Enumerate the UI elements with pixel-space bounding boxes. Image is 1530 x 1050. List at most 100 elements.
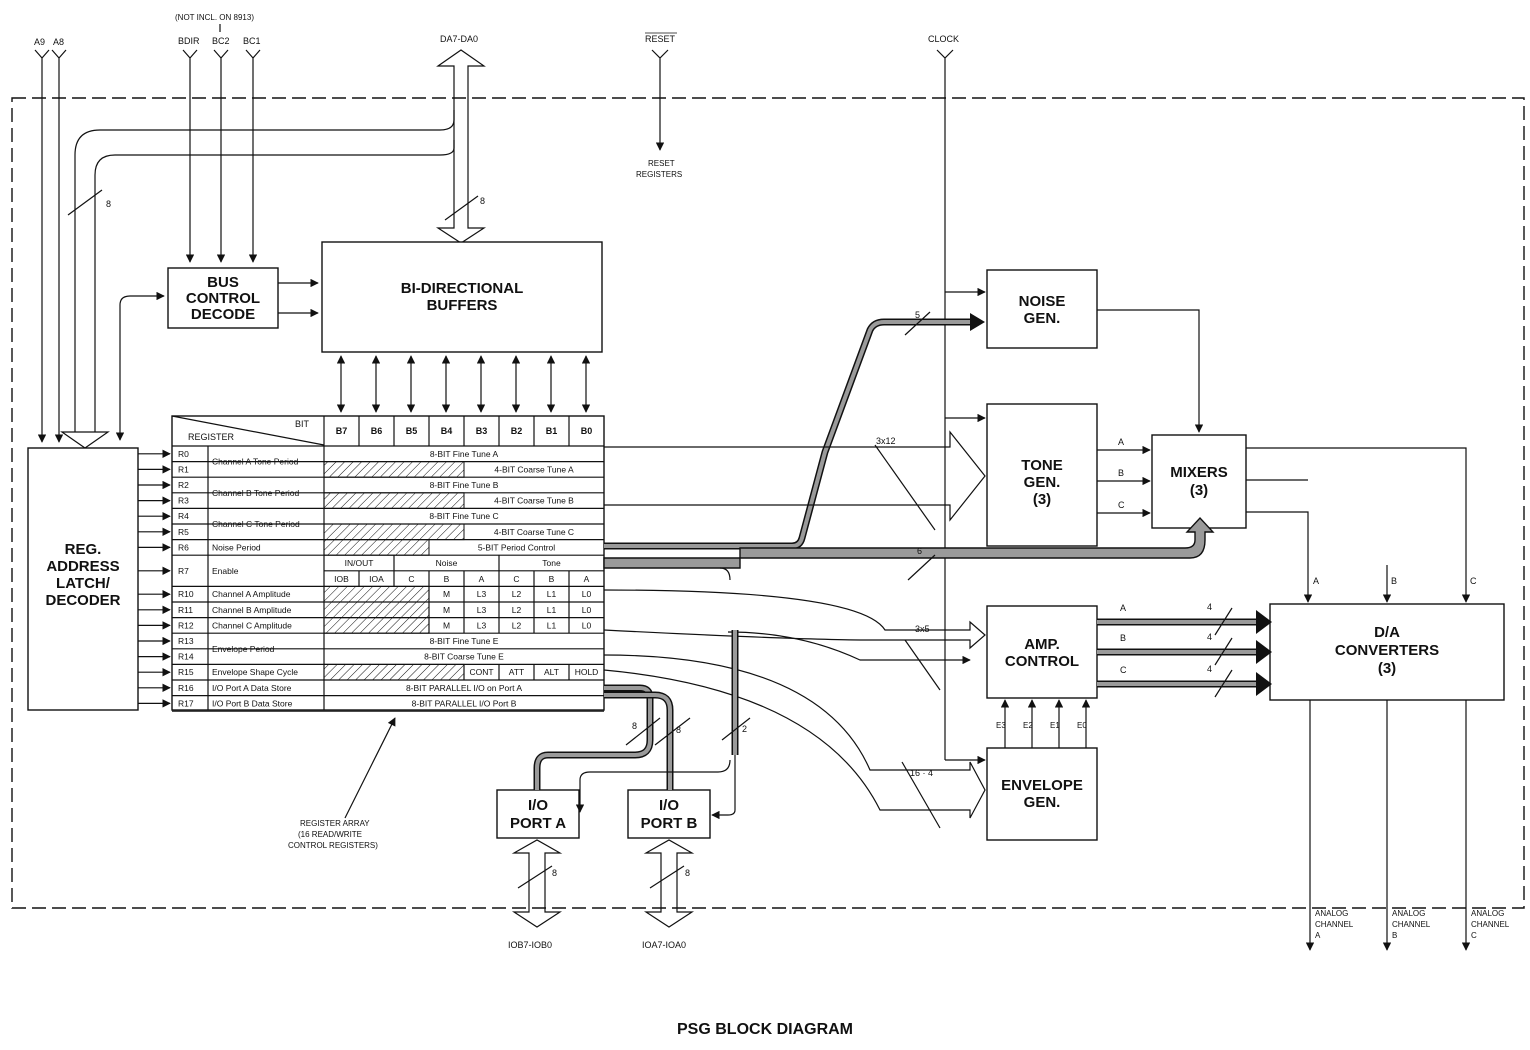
reg-R11: R11 xyxy=(178,605,193,615)
svg-text:8: 8 xyxy=(676,725,681,735)
svg-text:(3): (3) xyxy=(1033,491,1051,508)
iob-bus: 8 IOB7-IOB0 xyxy=(508,839,563,950)
svg-text:CONT: CONT xyxy=(469,667,493,677)
reg-R1: R1 xyxy=(178,464,189,474)
svg-text:(3): (3) xyxy=(1190,482,1208,499)
bit-B5: B5 xyxy=(406,426,418,436)
amp-control: AMP. CONTROL xyxy=(986,605,1098,699)
ioa-bus: 8 IOA7-IOA0 xyxy=(642,839,695,950)
bit-B1: B1 xyxy=(546,426,558,436)
svg-text:CHANNEL: CHANNEL xyxy=(1392,920,1431,929)
reg-func-R0: Channel A Tone Period xyxy=(212,457,299,467)
svg-text:TONE: TONE xyxy=(1021,457,1062,474)
svg-text:3x5: 3x5 xyxy=(915,624,930,634)
reg-address-latch-decoder: REG. ADDRESS LATCH/ DECODER xyxy=(27,447,139,711)
bit-B0: B0 xyxy=(581,426,593,436)
bit-B3: B3 xyxy=(476,426,488,436)
reg-func-R13: Envelope Period xyxy=(212,644,275,654)
reg-func-R10: Channel A Amplitude xyxy=(212,589,291,599)
pin-bc1-label: BC1 xyxy=(243,36,261,46)
svg-text:8: 8 xyxy=(632,721,637,731)
svg-text:A: A xyxy=(1120,603,1126,613)
bit-B2: B2 xyxy=(511,426,523,436)
pin-bdir: BDIR xyxy=(178,36,200,262)
svg-text:5: 5 xyxy=(915,310,920,320)
svg-text:L2: L2 xyxy=(512,589,522,599)
pin-a8-label: A8 xyxy=(53,37,64,47)
svg-text:NOISE: NOISE xyxy=(1019,293,1066,310)
da-converters: D/A CONVERTERS (3) xyxy=(1269,603,1505,701)
noise-gen: NOISE GEN. xyxy=(986,269,1098,349)
svg-text:M: M xyxy=(443,589,450,599)
noise-period-bus: 5 xyxy=(604,310,985,550)
mixers: MIXERS (3) xyxy=(1151,434,1247,529)
svg-text:DECODER: DECODER xyxy=(45,592,120,609)
svg-text:(3): (3) xyxy=(1378,660,1396,677)
svg-text:ANALOG: ANALOG xyxy=(1392,909,1425,918)
svg-text:M: M xyxy=(443,620,450,630)
tone-gen: TONE GEN. (3) xyxy=(986,403,1098,547)
svg-text:4: 4 xyxy=(1207,664,1212,674)
svg-text:RESET: RESET xyxy=(648,159,675,168)
data-bus-label: DA7-DA0 xyxy=(440,34,478,44)
svg-text:REGISTERS: REGISTERS xyxy=(636,170,682,179)
svg-text:REG.: REG. xyxy=(65,541,102,558)
svg-text:A: A xyxy=(1118,437,1124,447)
svg-text:8-BIT Fine Tune B: 8-BIT Fine Tune B xyxy=(430,480,499,490)
reg-R2: R2 xyxy=(178,480,189,490)
svg-text:BUS: BUS xyxy=(207,274,239,291)
io-port-b: I/O PORT B xyxy=(627,789,711,839)
reg-R3: R3 xyxy=(178,496,189,506)
svg-text:A: A xyxy=(1313,576,1319,586)
svg-text:B: B xyxy=(1391,576,1397,586)
svg-text:ATT: ATT xyxy=(509,667,524,677)
pin-clock-label: CLOCK xyxy=(928,34,959,44)
svg-text:GEN.: GEN. xyxy=(1024,474,1061,491)
svg-text:8: 8 xyxy=(480,196,485,206)
pin-reset-label: RESET xyxy=(645,34,676,44)
pin-a9-label: A9 xyxy=(34,37,45,47)
svg-text:IOA: IOA xyxy=(369,574,384,584)
bit-B7: B7 xyxy=(336,426,348,436)
pin-a8: A8 xyxy=(52,37,66,442)
svg-text:ADDRESS: ADDRESS xyxy=(46,558,119,575)
tone-period-bus: 3x12 xyxy=(604,430,986,531)
svg-text:CONTROL: CONTROL xyxy=(186,290,260,307)
svg-text:I/O: I/O xyxy=(659,797,679,814)
ioa-label: IOA7-IOA0 xyxy=(642,940,686,950)
svg-text:8-BIT Fine Tune C: 8-BIT Fine Tune C xyxy=(429,511,498,521)
svg-text:L1: L1 xyxy=(547,589,557,599)
bit-B6: B6 xyxy=(371,426,383,436)
svg-text:8-BIT Fine Tune E: 8-BIT Fine Tune E xyxy=(430,636,499,646)
svg-text:ALT: ALT xyxy=(544,667,559,677)
reg-func-R16: I/O Port A Data Store xyxy=(212,683,292,693)
svg-text:4-BIT Coarse Tune B: 4-BIT Coarse Tune B xyxy=(494,496,574,506)
svg-text:4: 4 xyxy=(1207,632,1212,642)
svg-text:L1: L1 xyxy=(547,620,557,630)
svg-text:E0: E0 xyxy=(1077,721,1087,730)
envelope-to-amp: E3 E2 E1 E0 xyxy=(996,699,1091,748)
svg-text:IOB: IOB xyxy=(334,574,349,584)
amp-to-da-buses: A B C 4 4 4 xyxy=(1097,602,1272,698)
svg-text:4-BIT Coarse Tune A: 4-BIT Coarse Tune A xyxy=(494,464,574,474)
svg-text:8-BIT Fine Tune A: 8-BIT Fine Tune A xyxy=(430,449,499,459)
diagram-title: PSG BLOCK DIAGRAM xyxy=(677,1021,853,1038)
svg-text:L3: L3 xyxy=(477,620,487,630)
data-bus-da: DA7-DA0 8 xyxy=(435,34,487,244)
svg-text:ANALOG: ANALOG xyxy=(1315,909,1348,918)
pin-bdir-label: BDIR xyxy=(178,36,200,46)
port-b-data-bus: 8 xyxy=(604,691,691,790)
svg-text:16 · 4: 16 · 4 xyxy=(910,768,933,778)
svg-text:DECODE: DECODE xyxy=(191,306,255,323)
buffer-bit-arrows xyxy=(336,355,591,413)
pin-bc2: BC2 xyxy=(212,36,230,262)
pin-bc2-label: BC2 xyxy=(212,36,230,46)
address-bus-path: 8 xyxy=(60,110,455,449)
svg-text:4-BIT Coarse Tune C: 4-BIT Coarse Tune C xyxy=(494,527,574,537)
svg-text:CONTROL: CONTROL xyxy=(1005,653,1079,670)
svg-text:C: C xyxy=(1120,665,1127,675)
noise-to-mixer xyxy=(1097,309,1204,433)
pin-clock: CLOCK xyxy=(928,34,986,765)
